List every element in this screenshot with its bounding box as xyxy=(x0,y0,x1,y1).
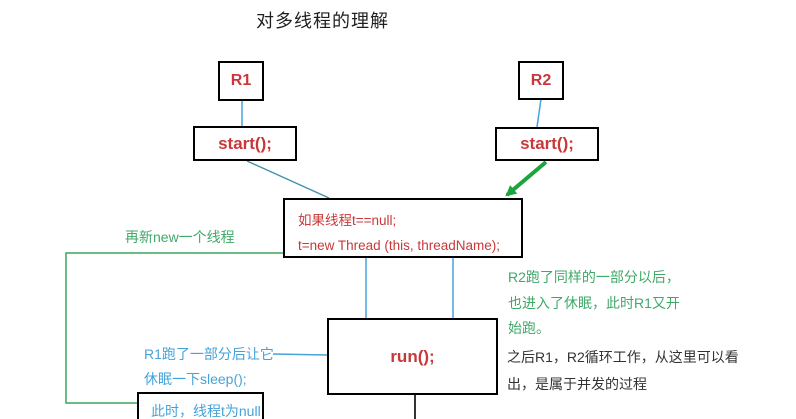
node-t-null: 此时，线程t为null xyxy=(137,392,264,419)
node-start-left-label: start(); xyxy=(218,133,272,153)
condition-line-1: 如果线程t==null; xyxy=(298,213,397,228)
node-t-null-label: 此时，线程t为null xyxy=(151,403,261,419)
arrow-startright-to-condition xyxy=(505,160,548,197)
node-r1: R1 xyxy=(218,61,264,101)
annotation-r1-sleep-line2: 休眠一下sleep(); xyxy=(144,371,247,387)
condition-line-2: t=new Thread (this, threadName); xyxy=(298,238,500,253)
annotation-concurrent-line1: 之后R1，R2循环工作，从这里可以看 xyxy=(507,349,739,365)
connector-r2-to-start xyxy=(536,98,542,128)
annotation-concurrent-line2: 出，是属于并发的过程 xyxy=(507,376,647,392)
node-run: run(); xyxy=(327,318,498,395)
node-condition: 如果线程t==null; t=new Thread (this, threadN… xyxy=(283,198,523,258)
node-run-label: run(); xyxy=(390,346,435,366)
node-start-right: start(); xyxy=(495,127,599,161)
connector-startleft-to-condition xyxy=(246,160,330,199)
node-r2-label: R2 xyxy=(530,71,552,89)
connector-sleep-to-run xyxy=(272,353,328,356)
page-title: 对多线程的理解 xyxy=(256,11,389,31)
node-r2: R2 xyxy=(518,61,564,100)
annotation-r1-sleep-line1: R1跑了一部分后让它 xyxy=(144,346,274,362)
annotation-new-thread: 再新new一个线程 xyxy=(125,229,235,245)
annotation-r2-note-line1: R2跑了同样的一部分以后， xyxy=(508,269,680,285)
annotation-r2-note-line2: 也进入了休眠，此时R1又开 xyxy=(508,295,680,311)
node-start-right-label: start(); xyxy=(520,134,574,153)
node-r1-label: R1 xyxy=(230,72,252,89)
annotation-r2-note-line3: 始跑。 xyxy=(508,320,550,336)
node-start-left: start(); xyxy=(193,126,297,161)
